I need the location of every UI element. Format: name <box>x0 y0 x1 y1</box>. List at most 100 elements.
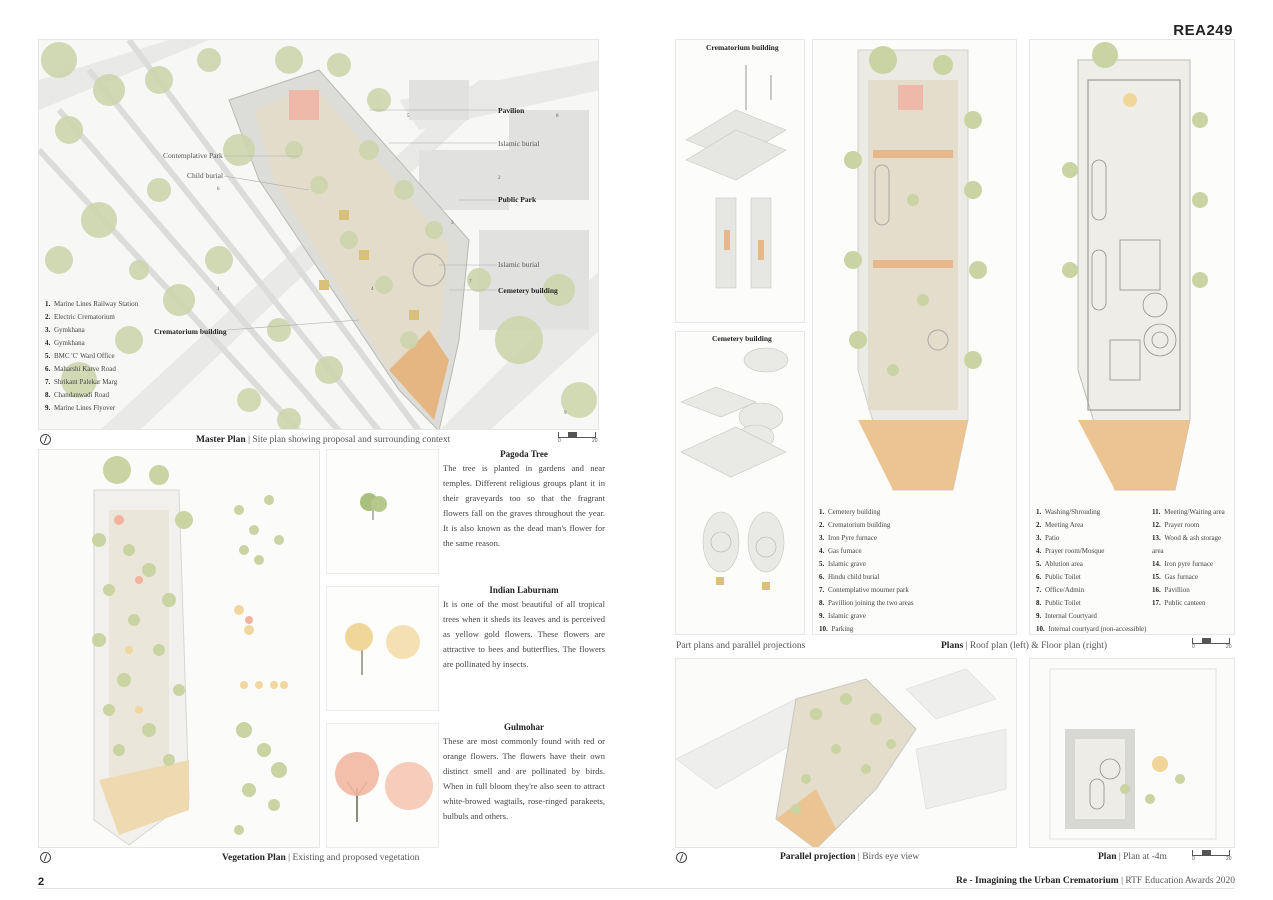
label-cemetery-building: Cemetery building <box>498 286 558 295</box>
parallel-projection-drawing <box>676 668 1007 847</box>
vegetation-plan-caption: Vegetation Plan | Existing and proposed … <box>222 853 420 863</box>
legend-item: 9. Islamic grave <box>819 612 866 620</box>
legend-item: 4. Prayer room/Mosque <box>1036 547 1105 555</box>
floor-plan-panel: 1. Washing/Shrouding 2. Meeting Area 3. … <box>1029 39 1235 635</box>
crematorium-drawing <box>685 65 787 289</box>
page-code: REA249 <box>1173 22 1233 39</box>
plan-minus-4m-drawing <box>1049 668 1217 840</box>
label-islamic-burial-2: Islamic burial <box>498 260 540 269</box>
legend-item: 5. BMC 'C' Ward Office <box>45 352 115 360</box>
label-crematorium-building: Crematorium building <box>154 327 227 336</box>
site-number: 5 <box>407 114 410 119</box>
tree-illustration-pagoda <box>326 449 439 574</box>
legend-item: 6. Maharshi Karve Road <box>45 365 116 373</box>
part-plans-caption: Part plans and parallel projections <box>676 641 806 651</box>
scale-bar: 0 20 <box>1192 638 1232 652</box>
crematorium-part-label: Crematorium building <box>706 43 779 52</box>
site-number: 1 <box>217 287 220 292</box>
legend-item: 2. Electric Crematorium <box>45 313 115 321</box>
legend-item: 5. Ablution area <box>1036 560 1083 568</box>
master-plan-caption: Master Plan | Site plan showing proposal… <box>196 435 451 445</box>
scale-bar: 0 20 <box>1192 850 1232 864</box>
vegetation-plan-panel <box>38 449 320 848</box>
master-plan-legend: 1. Marine Lines Railway Station 2. Elect… <box>45 298 138 415</box>
roof-plan-drawing <box>844 46 987 491</box>
tree-title: Gulmohar <box>503 722 544 732</box>
legend-item: 3. Iron Pyre furnace <box>819 534 877 542</box>
plans-caption: Plans | Roof plan (left) & Floor plan (r… <box>941 641 1108 651</box>
tree-description: These are most commonly found with red o… <box>443 736 605 821</box>
legend-item: 4. Gymkhana <box>45 339 85 347</box>
floor-plan-drawing <box>1062 42 1208 491</box>
roof-plan-panel: 1. Cemetery building 2. Crematorium buil… <box>812 39 1017 635</box>
legend-item: 6. Hindu child burial <box>819 573 880 581</box>
legend-item: 8. Public Toilet <box>1036 599 1081 607</box>
legend-item: 10. Parking <box>819 625 854 633</box>
legend-item: 2. Meeting Area <box>1036 521 1084 529</box>
parallel-projection-caption: Parallel projection | Birds eye view <box>780 852 920 862</box>
legend-item: 7. Shrikant Palekar Marg <box>45 378 118 386</box>
label-child-burial: Child burial <box>187 171 224 180</box>
legend-item: 10. Internal courtyard (non-accessible) <box>1036 625 1147 633</box>
legend-item: 6. Public Toilet <box>1036 573 1081 581</box>
legend-item: 4. Gas furnace <box>819 547 862 555</box>
legend-item: 5. Islamic grave <box>819 560 866 568</box>
legend-item: 1. Cemetery building <box>819 508 881 516</box>
legend-item: 16. Pavillion <box>1152 586 1190 594</box>
legend-item: 13. Wood & ash storage area <box>1152 534 1222 555</box>
scale-bar: 0 20 <box>558 432 598 446</box>
north-arrow-icon <box>676 852 687 863</box>
master-plan-drawing <box>39 40 598 429</box>
legend-item: 3. Gymkhana <box>45 326 85 334</box>
legend-item: 9. Internal Courtyard <box>1036 612 1097 620</box>
site-number: 4 <box>371 287 374 292</box>
tree-description: It is one of the most beautiful of all t… <box>443 599 605 669</box>
floor-plan-legend-a: 1. Washing/Shrouding 2. Meeting Area 3. … <box>1036 506 1147 634</box>
floor-plan-legend-b: 11. Meeting/Waiting area 12. Prayer room… <box>1152 506 1234 610</box>
roof-plan-legend: 1. Cemetery building 2. Crematorium buil… <box>819 506 914 634</box>
tree-title: Pagoda Tree <box>500 449 548 459</box>
legend-item: 9. Marine Lines Flyover <box>45 404 116 412</box>
crematorium-part-plan-panel: Crematorium building <box>675 39 805 323</box>
cemetery-part-plan-panel: Cemetery building <box>675 331 805 635</box>
legend-item: 14. Iron pyre furnace <box>1152 560 1214 568</box>
footer-title: Re - Imagining the Urban Crematorium | R… <box>956 876 1235 886</box>
label-pavilion: Pavilion <box>498 106 525 115</box>
legend-item: 1. Marine Lines Railway Station <box>45 300 139 308</box>
tree-description: The tree is planted in gardens and near … <box>443 463 605 548</box>
legend-item: 2. Crematorium building <box>819 521 891 529</box>
site-number: 8 <box>556 114 559 119</box>
plan-minus-4m-caption: Plan | Plan at -4m <box>1098 852 1167 862</box>
legend-item: 3. Patio <box>1036 534 1060 542</box>
label-islamic-burial-1: Islamic burial <box>498 139 540 148</box>
legend-item: 12. Prayer room <box>1152 521 1200 529</box>
vegetation-plan-drawing <box>92 456 288 846</box>
legend-item: 1. Washing/Shrouding <box>1036 508 1101 516</box>
legend-item: 7. Office/Admin <box>1036 586 1085 594</box>
north-arrow-icon <box>40 434 51 445</box>
legend-item: 15. Gas furnace <box>1152 573 1199 581</box>
site-number: 9 <box>564 411 567 416</box>
tree-illustration-gulmohar <box>326 723 439 848</box>
label-public-park: Public Park <box>498 195 537 204</box>
label-contemplative-park: Contemplative Park <box>163 151 223 160</box>
footer-divider <box>38 888 1234 889</box>
site-number: 7 <box>469 280 472 285</box>
tree-illustration-laburnam <box>326 586 439 711</box>
cemetery-part-label: Cemetery building <box>712 334 772 343</box>
tree-title: Indian Laburnam <box>489 585 559 595</box>
site-number: 6 <box>217 187 220 192</box>
parallel-projection-panel <box>675 658 1017 848</box>
north-arrow-icon <box>40 852 51 863</box>
site-number: 3 <box>451 221 454 226</box>
master-plan-panel: Pavilion Islamic burial Contemplative Pa… <box>38 39 599 430</box>
legend-item: 11. Meeting/Waiting area <box>1152 508 1225 516</box>
cemetery-drawing <box>680 347 789 590</box>
legend-item: 8. Chandanwadi Road <box>45 391 110 399</box>
legend-item: 17. Public canteen <box>1152 599 1206 607</box>
legend-item: 8. Pavillion joining the two areas <box>819 599 914 607</box>
plan-minus-4m-panel <box>1029 658 1235 848</box>
site-number: 2 <box>498 176 501 181</box>
page-number: 2 <box>38 876 45 888</box>
legend-item: 7. Contemplative mourner park <box>819 586 909 594</box>
